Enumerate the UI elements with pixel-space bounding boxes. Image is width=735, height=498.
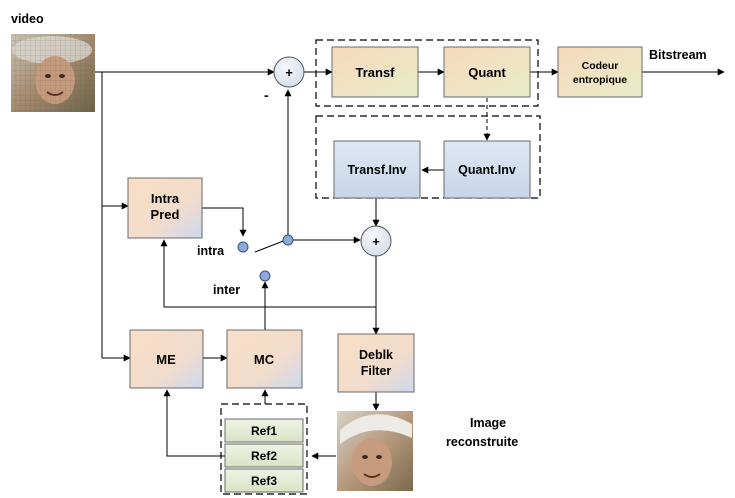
deblk-filter-block: Deblk Filter <box>337 333 415 393</box>
minus-sign: - <box>264 87 269 103</box>
inter-switch-dot <box>259 270 271 282</box>
add-node: + <box>360 225 392 257</box>
intra-label: intra <box>197 244 225 258</box>
quant-inv-label: Quant.Inv <box>458 163 516 177</box>
quant-inv-block: Quant.Inv <box>443 140 531 199</box>
intra-pred-label-line2: Pred <box>151 207 180 222</box>
ref3-cell: Ref3 <box>224 468 304 493</box>
bitstream-label: Bitstream <box>649 48 707 62</box>
transf-inv-label: Transf.Inv <box>347 163 406 177</box>
quant-label: Quant <box>468 65 506 80</box>
intra-switch-dot <box>237 241 249 253</box>
transf-block: Transf <box>331 46 419 98</box>
me-label: ME <box>156 352 176 367</box>
codeur-label-line1: Codeur <box>582 60 619 72</box>
ref1-label: Ref1 <box>251 424 277 438</box>
subtract-node-plus: + <box>285 65 293 80</box>
ref3-label: Ref3 <box>251 474 277 488</box>
subtract-node: + <box>273 56 305 88</box>
transf-label: Transf <box>355 65 395 80</box>
image-reconstruite-line2: reconstruite <box>446 435 518 449</box>
codeur-label-line2: entropique <box>573 74 627 86</box>
ref2-cell: Ref2 <box>224 443 304 468</box>
wires <box>95 68 725 460</box>
transform-quant-group <box>315 39 539 107</box>
ref2-label: Ref2 <box>251 449 277 463</box>
video-frame-thumbnail <box>11 34 95 112</box>
quant-block: Quant <box>443 46 531 98</box>
video-label: video <box>11 12 44 26</box>
me-block: ME <box>129 329 204 389</box>
deblk-label-line1: Deblk <box>359 348 393 362</box>
inter-label: inter <box>213 283 240 297</box>
inverse-group <box>315 115 541 199</box>
mc-block: MC <box>226 329 303 389</box>
intra-pred-block: Intra Pred <box>127 177 203 239</box>
add-node-plus: + <box>372 234 380 249</box>
ref1-cell: Ref1 <box>224 418 304 443</box>
codeur-entropique-block: Codeur entropique <box>557 46 643 98</box>
transf-inv-block: Transf.Inv <box>333 140 421 199</box>
mc-label: MC <box>254 352 275 367</box>
intra-pred-label-line1: Intra <box>151 191 180 206</box>
image-reconstruite-line1: Image <box>470 416 506 430</box>
reconstructed-image-thumbnail <box>337 411 413 491</box>
switch-common-dot <box>282 234 294 246</box>
deblk-label-line2: Filter <box>361 364 392 378</box>
